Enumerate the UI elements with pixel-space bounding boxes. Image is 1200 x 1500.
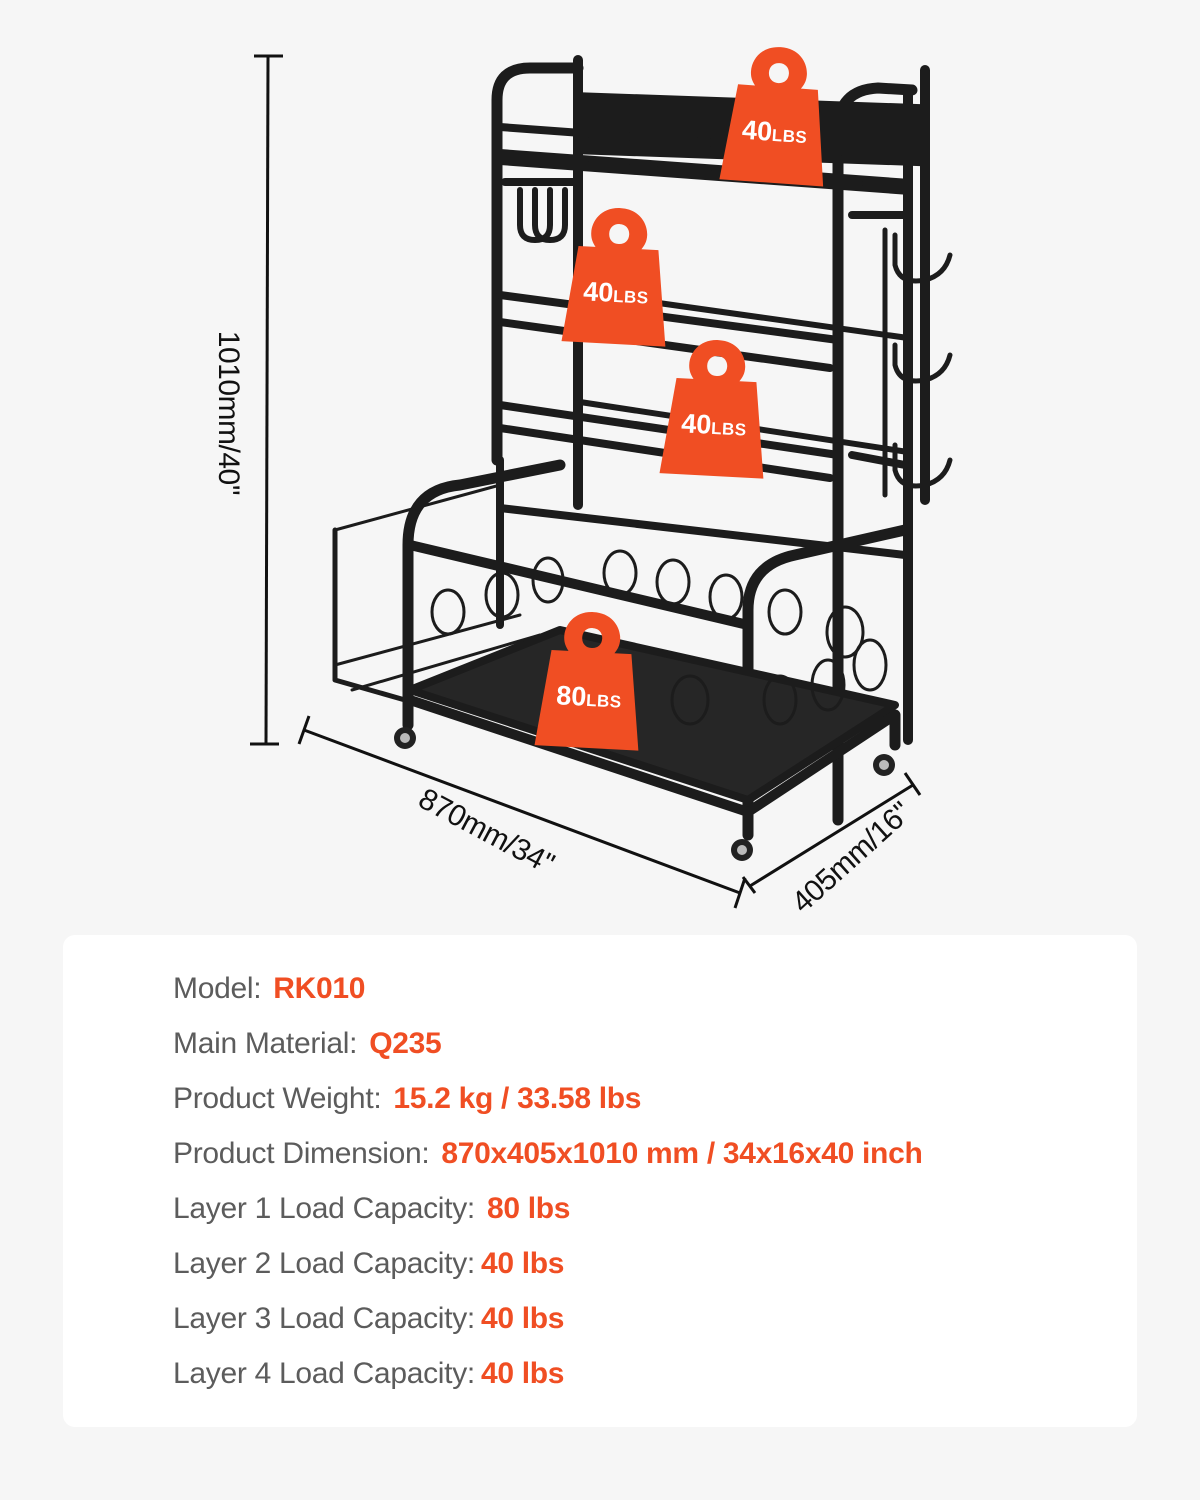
spec-row-layer-2-capacity: Layer 2 Load Capacity:40 lbs xyxy=(173,1246,564,1282)
spec-label: Main Material: xyxy=(173,1027,358,1060)
weight-badge-layer-2: 40LBS xyxy=(657,335,772,480)
spec-value: 40 lbs xyxy=(480,1357,565,1390)
caster-wheels xyxy=(394,727,895,861)
spec-value: 80 lbs xyxy=(486,1192,571,1225)
spec-value: RK010 xyxy=(273,972,366,1005)
spec-label: Layer 1 Load Capacity: xyxy=(173,1192,475,1225)
spec-row-main-material: Main Material: Q235 xyxy=(173,1026,442,1062)
spec-row-layer-1-capacity: Layer 1 Load Capacity: 80 lbs xyxy=(173,1191,570,1227)
kettlebell-weight-icon xyxy=(534,612,639,751)
spec-row-model: Model: RK010 xyxy=(173,971,365,1007)
spec-label: Layer 4 Load Capacity: xyxy=(173,1357,475,1390)
spec-row-layer-4-capacity: Layer 4 Load Capacity:40 lbs xyxy=(173,1356,564,1392)
spec-value: 40 lbs xyxy=(480,1247,565,1280)
weight-badge-text: 80LBS xyxy=(555,680,623,712)
weight-badge-bottom-basket: 80LBS xyxy=(532,607,647,752)
spec-value: Q235 xyxy=(369,1027,442,1060)
width-dimension-line xyxy=(297,715,747,909)
height-dimension-line xyxy=(250,54,283,746)
weight-badge-text: 40LBS xyxy=(680,408,748,440)
spec-value: 40 lbs xyxy=(480,1302,565,1335)
kettlebell-weight-icon xyxy=(659,340,764,479)
spec-value: 870x405x1010 mm / 34x16x40 inch xyxy=(441,1137,923,1170)
specifications-card: Model: RK010 Main Material: Q235 Product W… xyxy=(63,935,1137,1427)
kettlebell-weight-icon xyxy=(719,47,824,187)
spec-row-product-dimension: Product Dimension: 870x405x1010 mm / 34x1… xyxy=(173,1136,923,1172)
spec-label: Product Weight: xyxy=(173,1082,382,1115)
height-dimension-label: 1010mm/40'' xyxy=(212,330,245,496)
kettlebell-weight-icon xyxy=(561,208,666,347)
spec-label: Model: xyxy=(173,972,262,1005)
spec-label: Product Dimension: xyxy=(173,1137,430,1170)
spec-label: Layer 2 Load Capacity: xyxy=(173,1247,475,1280)
spec-row-product-weight: Product Weight: 15.2 kg / 33.58 lbs xyxy=(173,1081,641,1117)
weight-badge-text: 40LBS xyxy=(582,276,650,308)
depth-dimension-line xyxy=(741,772,922,894)
spec-label: Layer 3 Load Capacity: xyxy=(173,1302,475,1335)
spec-row-layer-3-capacity: Layer 3 Load Capacity:40 lbs xyxy=(173,1301,564,1337)
weight-badge-layer-3: 40LBS xyxy=(559,203,674,348)
rack-illustration xyxy=(250,54,953,909)
spec-value: 15.2 kg / 33.58 lbs xyxy=(393,1082,642,1115)
weight-badge-top-shelf: 40LBS xyxy=(717,41,835,188)
product-figure: 1010mm/40'' 870mm/34'' 405mm/16'' 40LBS … xyxy=(212,41,953,919)
